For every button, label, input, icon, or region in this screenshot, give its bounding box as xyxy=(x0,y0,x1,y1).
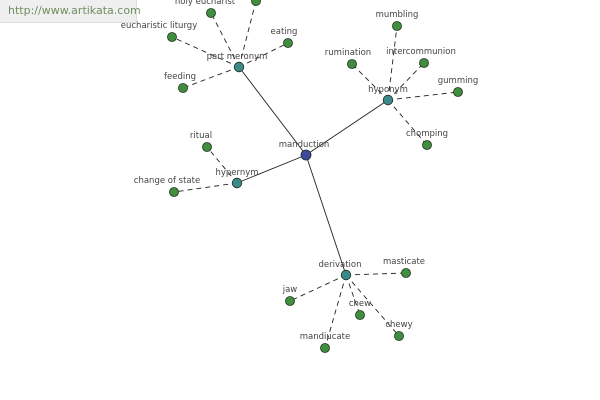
relation-node-label: hyponym xyxy=(368,85,408,95)
leaf-node-label: gumming xyxy=(438,76,479,86)
leaf-node-dot[interactable] xyxy=(169,187,179,197)
leaf-node-dot[interactable] xyxy=(206,8,216,18)
leaf-node-dot[interactable] xyxy=(251,0,261,6)
edge-change-of-state xyxy=(173,182,238,193)
relation-node-label: part meronym xyxy=(207,52,268,62)
edge-masticate xyxy=(345,272,407,276)
leaf-node-dot[interactable] xyxy=(283,38,293,48)
leaf-node-chomping[interactable]: chomping xyxy=(406,129,448,150)
leaf-node-label: jaw xyxy=(282,285,298,295)
graph-nodes: holy eucharist eucharistic liturgy eating f… xyxy=(121,0,478,353)
leaf-node-holy-eucharist[interactable]: holy eucharist xyxy=(175,0,236,18)
leaf-node-rumination[interactable]: rumination xyxy=(325,48,371,69)
edge-chew xyxy=(345,274,361,316)
leaf-node-dot[interactable] xyxy=(453,87,463,97)
leaf-node-label: holy eucharist xyxy=(175,0,236,7)
leaf-node-gumming[interactable]: gumming xyxy=(438,76,479,97)
relation-node-hypernym[interactable]: hypernym xyxy=(215,168,259,189)
relation-node-dot[interactable] xyxy=(340,269,352,281)
leaf-node-dot[interactable] xyxy=(167,32,177,42)
leaf-node-masticate[interactable]: masticate xyxy=(383,257,425,278)
leaf-node-eucharistic-liturgy[interactable]: eucharistic liturgy xyxy=(121,21,197,42)
edge-mumbling xyxy=(387,25,398,101)
leaf-node-dot[interactable] xyxy=(419,58,429,68)
leaf-node-label: chewy xyxy=(385,320,412,330)
leaf-node-change-of-state[interactable]: change of state xyxy=(134,176,200,197)
leaf-node-eating[interactable]: eating xyxy=(271,27,298,48)
leaf-node-label: mumbling xyxy=(376,10,419,20)
site-banner: http://www.artikata.com xyxy=(0,0,141,23)
leaf-node-dot[interactable] xyxy=(178,83,188,93)
leaf-node-leaf-pm-top[interactable] xyxy=(251,0,261,6)
leaf-node-dot[interactable] xyxy=(355,310,365,320)
leaf-node-dot[interactable] xyxy=(392,21,402,31)
relation-node-dot[interactable] xyxy=(382,94,394,106)
center-node-label: manduction xyxy=(279,140,330,150)
leaf-node-dot[interactable] xyxy=(394,331,404,341)
relation-node-dot[interactable] xyxy=(231,177,243,189)
leaf-node-label: intercommunion xyxy=(386,47,456,57)
leaf-node-label: mandiucate xyxy=(300,332,350,342)
relation-node-hyponym[interactable]: hyponym xyxy=(368,85,408,106)
relation-node-part-meronym[interactable]: part meronym xyxy=(207,52,268,73)
leaf-node-label: eucharistic liturgy xyxy=(121,21,197,31)
leaf-node-dot[interactable] xyxy=(202,142,212,152)
leaf-node-chewy[interactable]: chewy xyxy=(385,320,413,341)
relation-node-label: derivation xyxy=(318,260,361,270)
leaf-node-mandiucate[interactable]: mandiucate xyxy=(300,332,350,353)
edge-leaf-pm-top xyxy=(238,0,257,68)
relation-node-derivation[interactable]: derivation xyxy=(318,260,362,281)
leaf-node-label: chew xyxy=(349,299,371,309)
edge-chewy xyxy=(345,274,400,337)
leaf-node-label: rumination xyxy=(325,48,371,58)
edge-eating xyxy=(238,42,289,68)
leaf-node-ritual[interactable]: ritual xyxy=(190,131,212,152)
leaf-node-label: masticate xyxy=(383,257,425,267)
leaf-node-dot[interactable] xyxy=(320,343,330,353)
leaf-node-label: change of state xyxy=(134,176,200,186)
leaf-node-dot[interactable] xyxy=(422,140,432,150)
edge-chomping xyxy=(387,99,428,146)
edge-ritual xyxy=(206,146,238,184)
leaf-node-chew[interactable]: chew xyxy=(349,299,371,320)
relation-node-dot[interactable] xyxy=(233,61,245,73)
edge-mandiucate xyxy=(324,274,347,349)
edge-eucharistic-liturgy xyxy=(171,36,240,68)
edge-feeding xyxy=(182,66,240,89)
leaf-node-label: ritual xyxy=(190,131,212,141)
edge-part-meronym xyxy=(238,66,307,156)
edge-hyponym xyxy=(305,99,389,156)
edge-hypernym xyxy=(236,154,307,184)
edge-jaw xyxy=(289,274,347,302)
leaf-node-label: eating xyxy=(271,27,298,37)
leaf-node-mumbling[interactable]: mumbling xyxy=(376,10,419,31)
edge-gumming xyxy=(387,91,459,101)
edge-holy-eucharist xyxy=(210,12,240,68)
center-node-manduction[interactable]: manduction xyxy=(279,140,330,161)
leaf-node-feeding[interactable]: feeding xyxy=(164,72,196,93)
graph-edges xyxy=(171,0,459,349)
relation-node-label: hypernym xyxy=(215,168,258,178)
leaf-node-intercommunion[interactable]: intercommunion xyxy=(386,47,456,68)
edge-derivation xyxy=(305,154,347,276)
leaf-node-dot[interactable] xyxy=(285,296,295,306)
leaf-node-dot[interactable] xyxy=(347,59,357,69)
site-url-link[interactable]: http://www.artikata.com xyxy=(8,4,141,17)
leaf-node-label: feeding xyxy=(164,72,196,82)
leaf-node-jaw[interactable]: jaw xyxy=(282,285,298,306)
leaf-node-label: chomping xyxy=(406,129,448,139)
center-node-dot[interactable] xyxy=(300,149,312,161)
leaf-node-dot[interactable] xyxy=(401,268,411,278)
